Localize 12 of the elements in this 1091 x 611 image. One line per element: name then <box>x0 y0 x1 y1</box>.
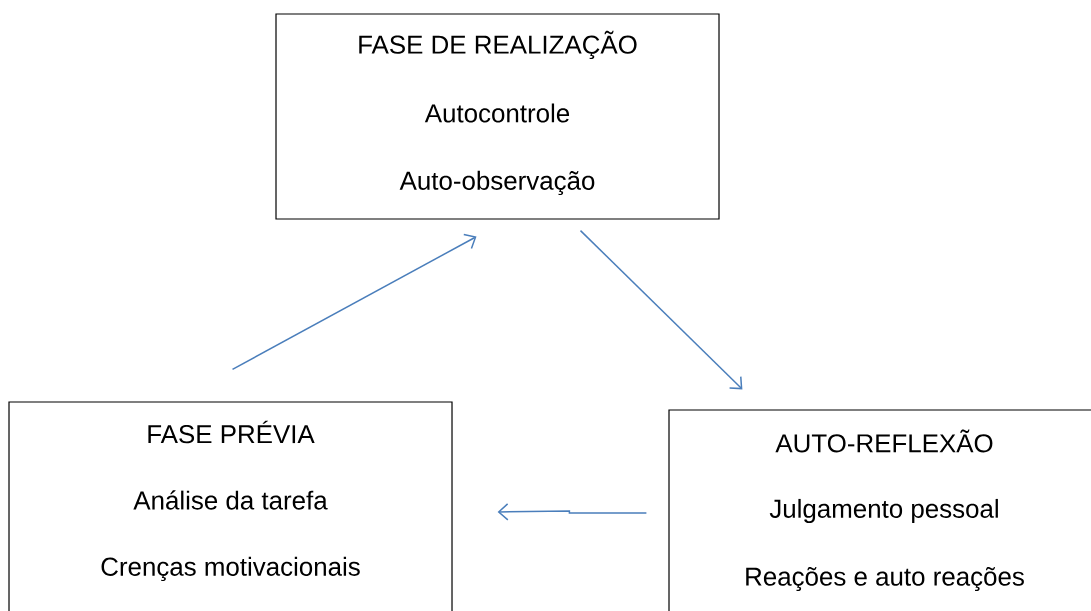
arrow <box>497 503 648 521</box>
item-text: Crenças motivacionais <box>101 556 360 582</box>
item-text: Reações e auto reações <box>746 566 1024 591</box>
arrow <box>231 233 477 371</box>
heading-text: FASE DE REALIZAÇÃO <box>359 30 637 60</box>
item-text: Análise da tarefa <box>133 490 328 510</box>
item-text: Auto-observação <box>399 170 595 196</box>
arrow <box>579 229 743 390</box>
heading-text: FASE PRÉVIA <box>148 420 315 444</box>
item-text: Autocontrole <box>424 103 570 123</box>
heading-text: AUTO-REFLEXÃO <box>775 429 993 453</box>
item-text: Julgamento pessoal <box>769 498 998 524</box>
